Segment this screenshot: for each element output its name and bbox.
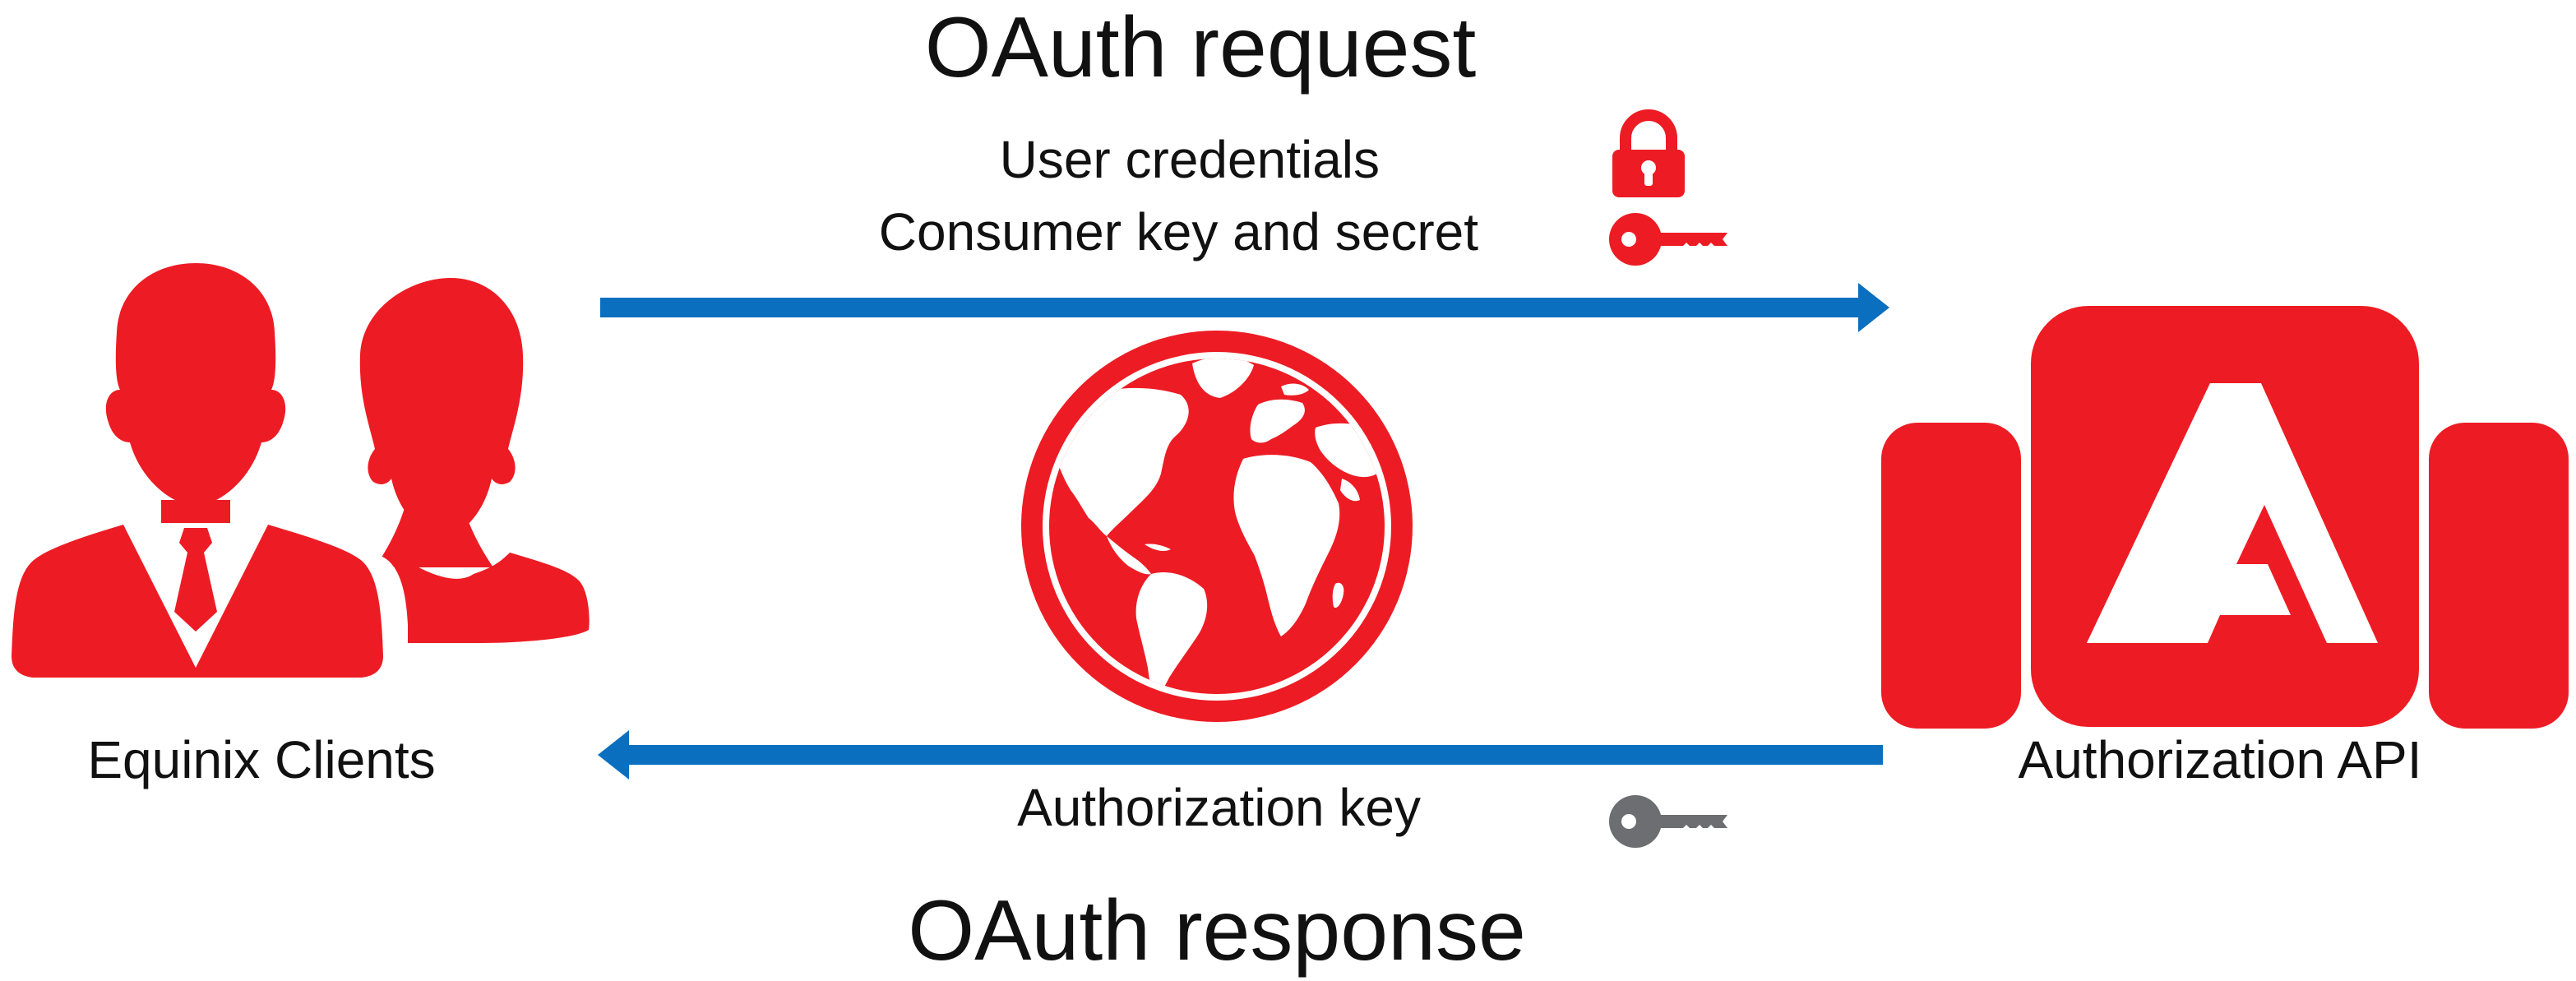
clients-label: Equinix Clients [87, 730, 436, 789]
request-arrow-line [600, 283, 1889, 332]
response-item-authorization-key: Authorization key [1017, 778, 1421, 837]
oauth-request-title: OAuth request [924, 0, 1477, 95]
authorization-api-icon [1881, 306, 2569, 730]
request-item-user-credentials: User credentials [999, 130, 1380, 189]
response-key-icon [1609, 795, 1727, 848]
users-icon [12, 263, 590, 691]
request-key-icon [1609, 213, 1727, 266]
api-label: Authorization API [2018, 730, 2422, 789]
oauth-response-title: OAuth response [908, 883, 1526, 979]
response-arrow [598, 730, 1883, 780]
lock-icon [1612, 109, 1685, 197]
globe-icon [1021, 331, 1413, 722]
request-item-consumer-key: Consumer key and secret [878, 202, 1478, 261]
